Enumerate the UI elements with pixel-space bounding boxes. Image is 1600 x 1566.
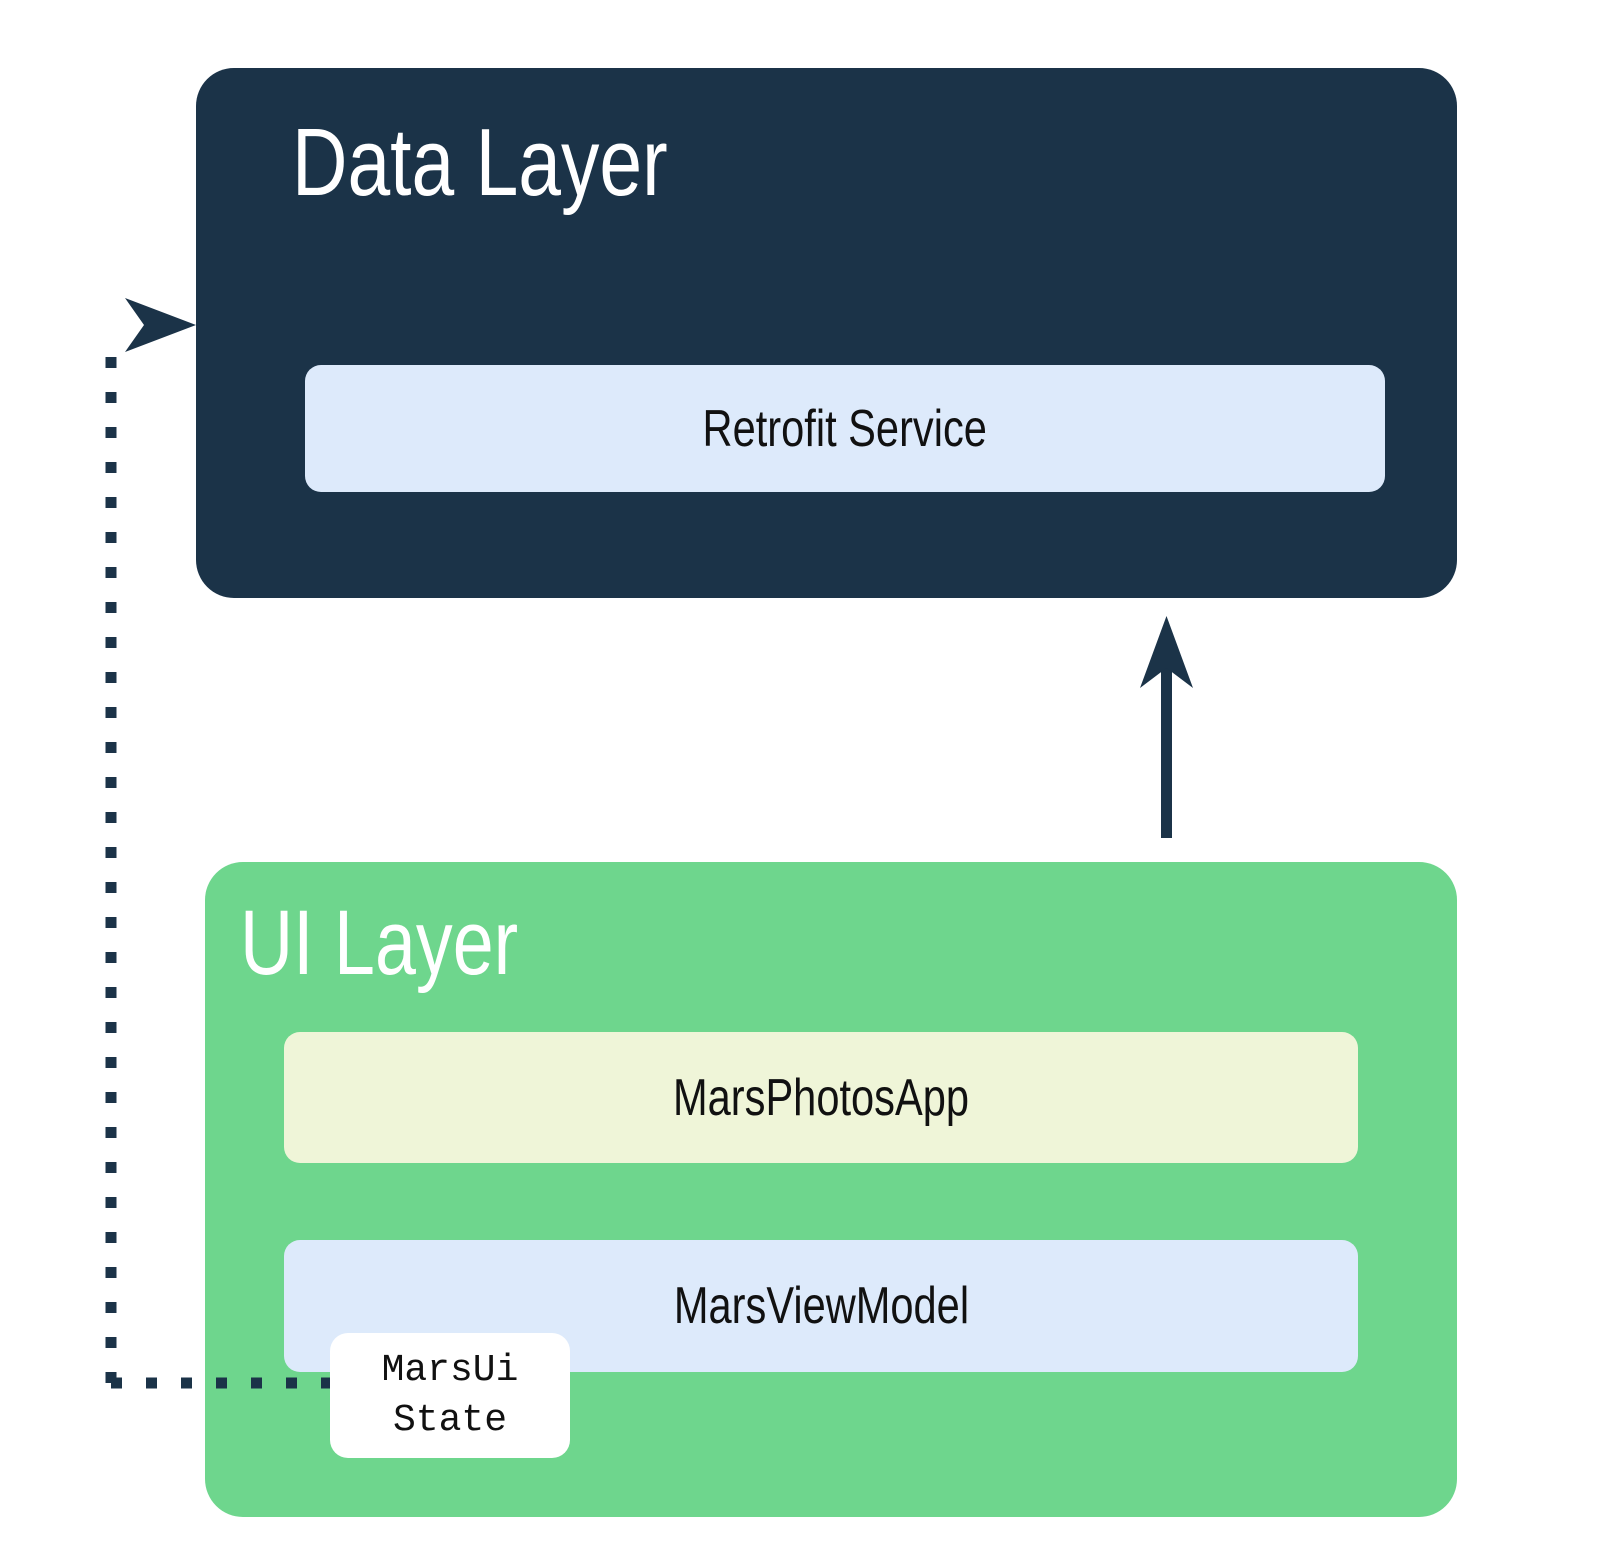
mars-view-model-label: MarsViewModel: [673, 1277, 969, 1335]
mars-photos-app-label: MarsPhotosApp: [673, 1068, 969, 1127]
retrofit-service-box[interactable]: Retrofit Service: [305, 365, 1385, 492]
mars-photos-app-box[interactable]: MarsPhotosApp: [284, 1032, 1358, 1163]
mars-ui-state-chip[interactable]: MarsUi State: [330, 1333, 570, 1458]
dotted-arrow-marsuistate-to-datalayer: [105, 298, 348, 1389]
mars-ui-state-label-line1: MarsUi: [381, 1348, 519, 1392]
solid-arrow-viewmodel-to-datalayer: [1140, 616, 1193, 838]
data-layer-title: Data Layer: [292, 109, 668, 216]
data-layer-container: [196, 68, 1457, 598]
mars-ui-state-label-line2: State: [392, 1398, 508, 1442]
ui-layer-title: UI Layer: [240, 892, 519, 994]
retrofit-service-label: Retrofit Service: [702, 399, 988, 458]
